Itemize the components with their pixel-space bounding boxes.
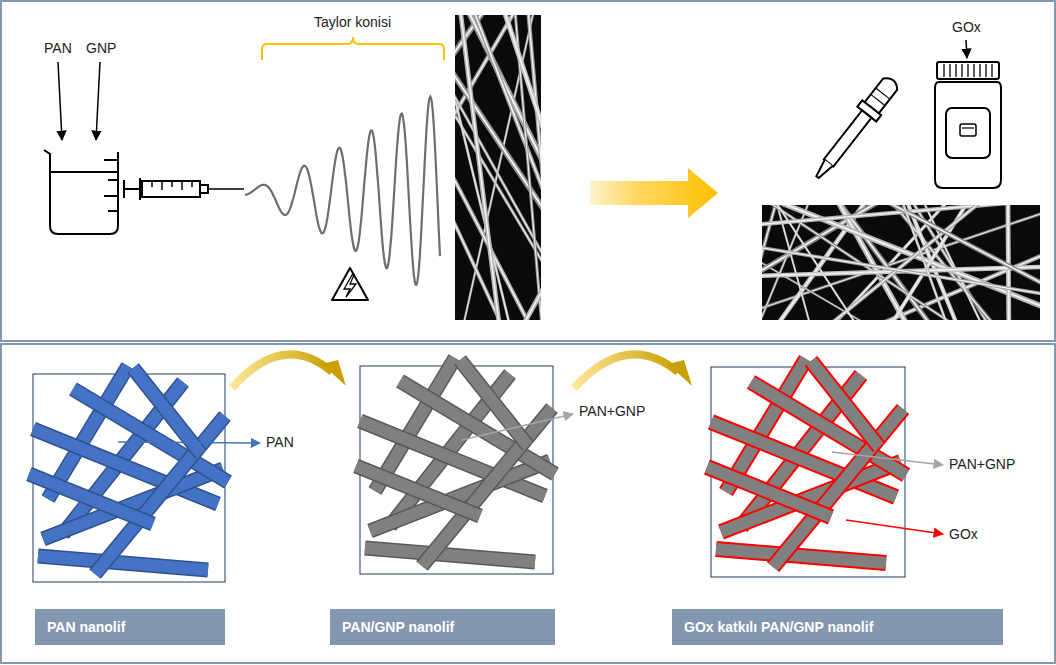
caption-band: GOx katkılı PAN/GNP nanolif: [672, 609, 1003, 645]
fiber-outline: [29, 474, 153, 524]
fiber-outline: [38, 556, 208, 570]
leader-arrow: [118, 442, 260, 443]
caption-text: PAN nanolif: [47, 619, 125, 635]
pan-fibers: [29, 366, 228, 574]
fiber-outline: [365, 548, 535, 562]
caption-text: PAN/GNP nanolif: [342, 619, 454, 635]
pan-gnp-fibers: [356, 358, 555, 566]
fiber: [133, 368, 201, 454]
label: GOx: [952, 19, 981, 36]
sem-fibers: [762, 205, 1040, 320]
input-arrow: [96, 62, 100, 140]
sem-fiber-highlight: [493, 15, 541, 320]
label: PAN+GNP: [579, 403, 645, 420]
sem-fiber: [762, 205, 1037, 320]
step-arrow: [232, 354, 346, 388]
bracket: [262, 37, 444, 60]
fiber: [356, 466, 480, 516]
fiber: [716, 549, 886, 563]
fiber-outline: [356, 466, 480, 516]
sem-fiber: [455, 15, 512, 320]
sem-fiber-highlight: [455, 15, 512, 320]
fiber-outline: [716, 549, 886, 563]
high-voltage-symbol: [332, 268, 368, 300]
label: PAN+GNP: [949, 456, 1015, 473]
sem-fibers: [455, 15, 541, 320]
syringe: [124, 178, 244, 200]
step-arrow: [574, 354, 692, 388]
fiber: [95, 416, 225, 574]
gox-pan-gnp-fibers: [707, 359, 906, 567]
label: PAN: [44, 40, 72, 57]
sem-fiber-highlight: [455, 15, 541, 320]
process-arrow: [590, 168, 718, 218]
jet-spiral: [245, 97, 440, 285]
sem-fiber: [455, 15, 541, 320]
bottom-panel: [1, 344, 1055, 663]
label: GNP: [86, 40, 116, 57]
fiber: [38, 556, 208, 570]
reagent-jar: [935, 62, 1001, 188]
fiber: [773, 409, 903, 567]
sem-fiber: [762, 223, 1040, 320]
label: Taylor konisi: [314, 14, 391, 31]
caption-band: PAN/GNP nanolif: [330, 609, 555, 645]
fiber-outline: [95, 416, 225, 574]
sem-fiber: [455, 15, 541, 320]
sem-fiber: [762, 205, 1040, 320]
sem-fiber-highlight: [762, 205, 1037, 320]
sem-fiber-highlight: [762, 223, 1040, 320]
sem-fiber-highlight: [455, 15, 541, 320]
fiber-outline: [773, 409, 903, 567]
dropper: [808, 73, 903, 185]
leader-arrow: [462, 414, 573, 440]
sem-fiber-highlight: [768, 205, 1040, 320]
fiber: [422, 408, 552, 566]
caption-band: PAN nanolif: [35, 609, 225, 645]
fiber: [707, 467, 831, 517]
leader-arrow: [832, 452, 943, 465]
sem-fiber: [768, 205, 1040, 320]
input-arrow: [58, 62, 62, 140]
fiber: [29, 474, 153, 524]
fiber-outline: [707, 467, 831, 517]
fiber-outline: [133, 368, 201, 454]
caption-text: GOx katkılı PAN/GNP nanolif: [684, 619, 873, 635]
leader-arrow: [846, 520, 943, 534]
sem-fiber: [493, 15, 541, 320]
input-arrow: [966, 40, 967, 58]
label: PAN: [266, 434, 294, 451]
label: GOx: [949, 526, 978, 543]
sem-fiber-highlight: [762, 205, 1040, 320]
fiber-outline: [422, 408, 552, 566]
fiber: [365, 548, 535, 562]
fiber: [811, 361, 879, 447]
beaker: [44, 150, 118, 234]
fiber-outline: [811, 361, 879, 447]
